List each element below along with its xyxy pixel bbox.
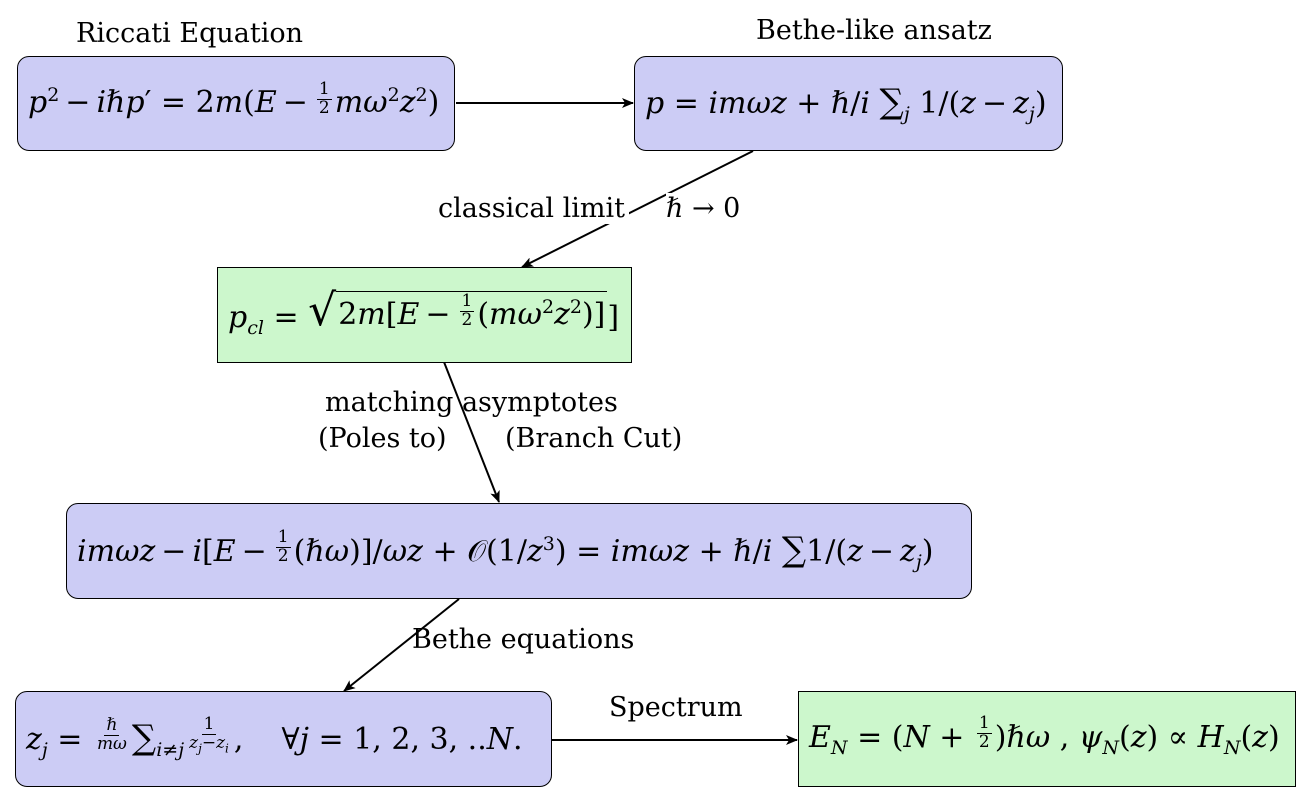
bethe-ansatz-box: p = imωz + ℏ/i ∑j 1/(z − zj) <box>634 56 1063 151</box>
bethe-equations-label: Bethe equations <box>412 624 635 655</box>
bethe-ansatz-equation: p = imωz + ℏ/i ∑j 1/(z − zj) <box>645 82 1047 125</box>
arrow-ansatz-to-classical <box>521 150 754 268</box>
riccati-title: Riccati Equation <box>76 18 303 49</box>
branch-cut-label: (Branch Cut) <box>505 423 683 454</box>
arrow-matching-to-bethe <box>343 598 460 692</box>
hbar-limit-label: ℏ → 0 <box>666 193 741 224</box>
poles-to-label: (Poles to) <box>318 423 447 454</box>
spectrum-label: Spectrum <box>609 692 743 723</box>
arrow-classical-to-matching <box>443 361 500 503</box>
matching-asymptotes-label: matching asymptotes <box>325 387 618 418</box>
classical-limit-label: classical limit <box>438 193 629 224</box>
bethe-ansatz-title: Bethe-like ansatz <box>756 15 992 46</box>
